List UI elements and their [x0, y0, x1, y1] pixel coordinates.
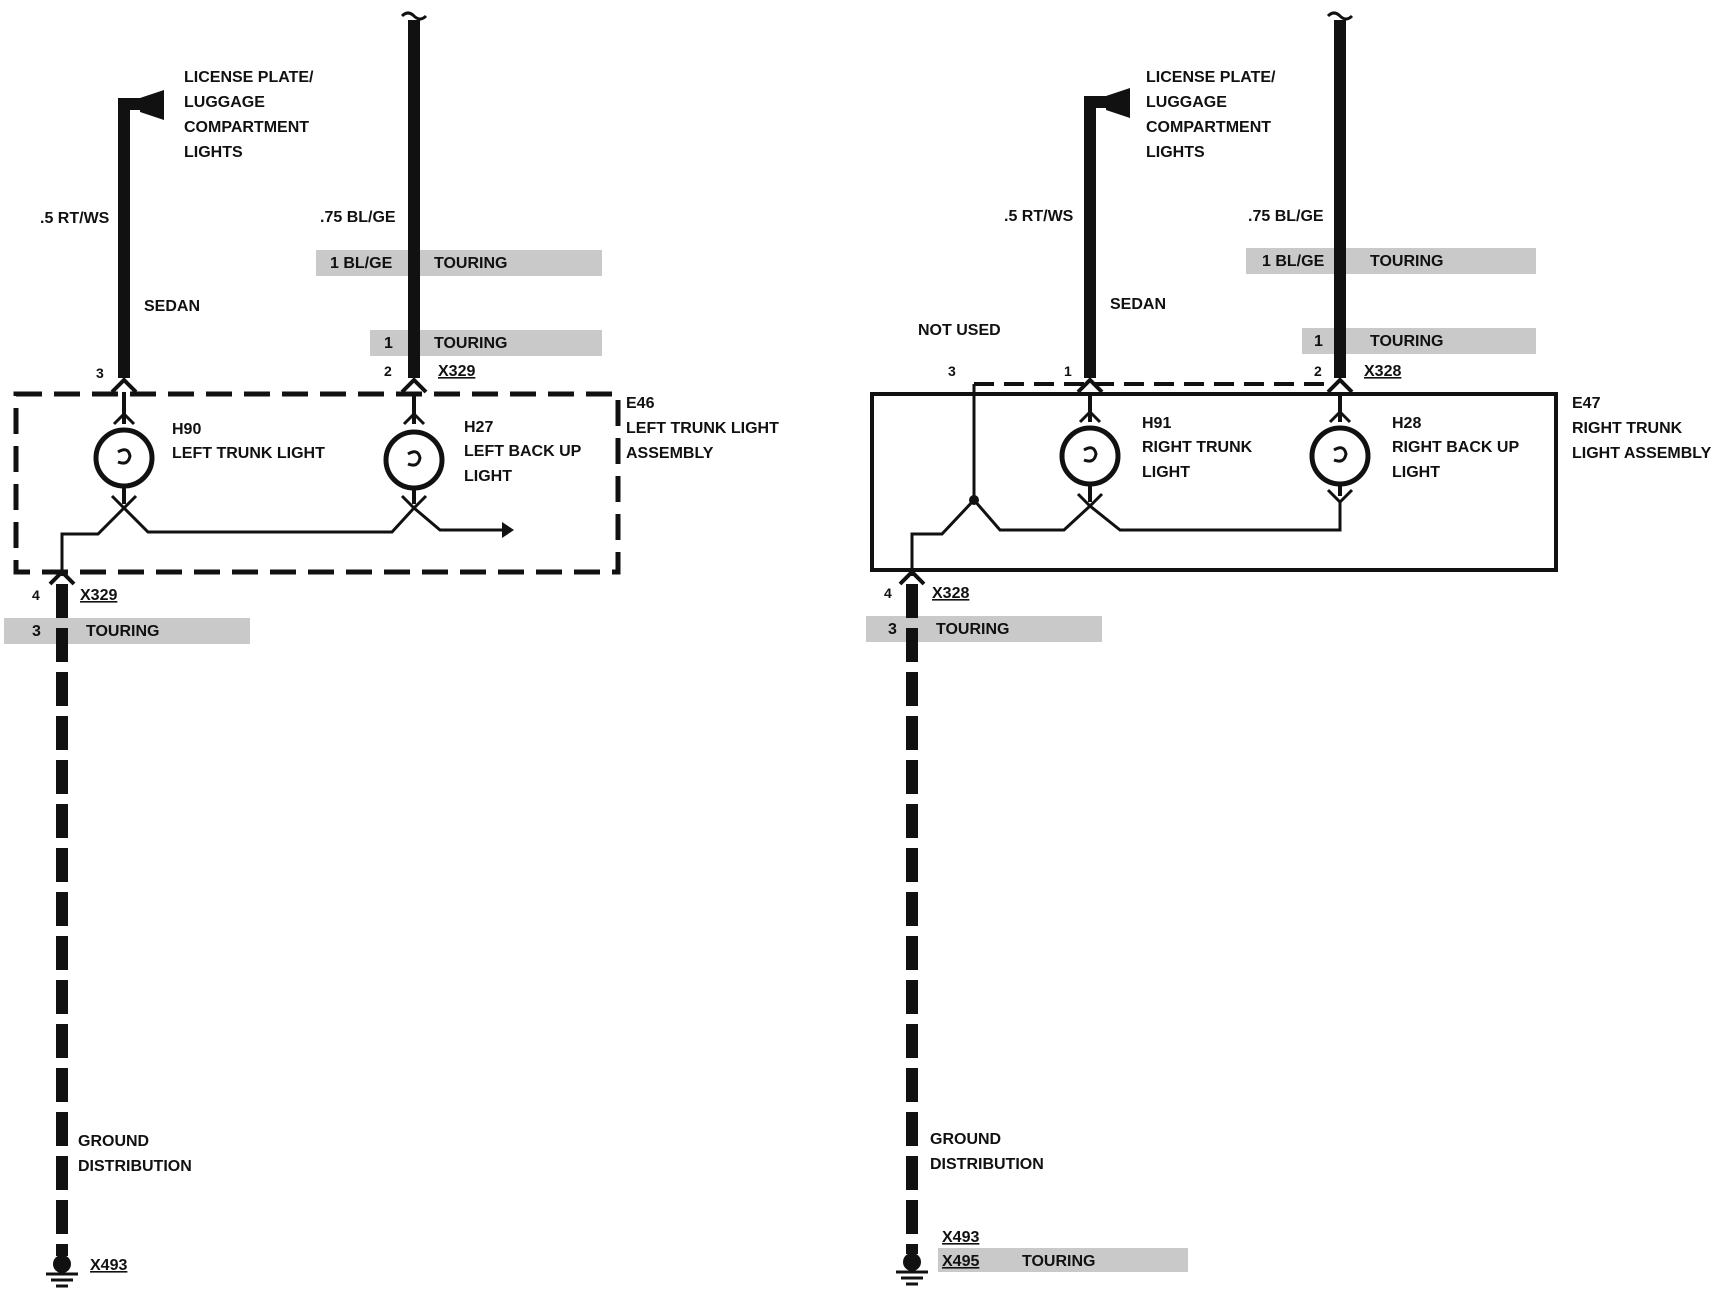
- left-assembly-name: LEFT TRUNK LIGHT ASSEMBLY: [626, 420, 783, 462]
- right-circuit: LICENSE PLATE/ LUGGAGE COMPARTMENT LIGHT…: [866, 11, 1712, 1286]
- lamp-h90-name: LEFT TRUNK LIGHT: [172, 445, 325, 462]
- left-pin-alt-note: TOURING: [434, 335, 507, 352]
- right-top-label: LICENSE PLATE/ LUGGAGE COMPARTMENT LIGHT…: [1146, 69, 1280, 161]
- right-ground-id-alt: X495: [942, 1253, 979, 1270]
- left-wire-a-label: .5 RT/WS: [40, 210, 110, 227]
- right-pin-nu: 3: [948, 363, 956, 379]
- lamp-h27-symbol: [383, 392, 445, 511]
- right-wire-a: [1084, 88, 1130, 378]
- right-ground-label: GROUND DISTRIBUTION: [930, 1131, 1044, 1173]
- left-ground-bus: [60, 505, 504, 576]
- right-ground-touring-highlight: [938, 1248, 1188, 1272]
- left-bottom-touring-highlight: [4, 618, 250, 644]
- right-bottom-pin-alt-note: TOURING: [936, 621, 1009, 638]
- right-bottom-touring-highlight: [866, 616, 1102, 642]
- lamp-h91-name: RIGHT TRUNK LIGHT: [1142, 439, 1257, 481]
- lamp-h91-id: H91: [1142, 415, 1171, 432]
- right-not-used: NOT USED: [918, 322, 1001, 339]
- left-bottom-pin-alt-note: TOURING: [86, 623, 159, 640]
- left-ground-id: X493: [90, 1257, 127, 1274]
- left-bottom-pin: 4: [32, 587, 40, 603]
- left-connector: X329: [438, 363, 475, 380]
- right-pin-alt-note: TOURING: [1370, 333, 1443, 350]
- lamp-h91-symbol: [1059, 392, 1121, 509]
- right-connector: X328: [1364, 363, 1401, 380]
- right-wire-b-alt: 1 BL/GE: [1262, 253, 1325, 270]
- left-circuit: LICENSE PLATE/ LUGGAGE COMPARTMENT LIGHT…: [4, 11, 783, 1288]
- lamp-h90-id: H90: [172, 421, 201, 438]
- right-bottom-connector: X328: [932, 585, 969, 602]
- right-assembly-name: RIGHT TRUNK LIGHT ASSEMBLY: [1572, 420, 1712, 462]
- lamp-h90-symbol: [93, 392, 155, 511]
- left-bottom-connector: X329: [80, 587, 117, 604]
- right-ground-symbol-icon: [896, 1253, 928, 1286]
- left-wire-b-label: .75 BL/GE: [320, 209, 396, 226]
- left-pin-a: 3: [96, 365, 104, 381]
- right-ground-bus: [910, 497, 1342, 576]
- left-wire-b-touring-highlight: [316, 250, 602, 276]
- left-wire-b-alt: 1 BL/GE: [330, 255, 393, 272]
- left-wire-b: [400, 11, 428, 378]
- right-wire-b: [1326, 11, 1354, 378]
- left-pin-b: 2: [384, 363, 392, 379]
- left-bottom-pin-alt: 3: [32, 623, 41, 640]
- right-bottom-pin-alt: 3: [888, 621, 897, 638]
- left-ground-symbol-icon: [46, 1255, 78, 1288]
- right-assembly-id: E47: [1572, 395, 1601, 412]
- left-assembly-box: [13, 391, 621, 575]
- left-ground-label: GROUND DISTRIBUTION: [78, 1133, 192, 1175]
- left-top-label: LICENSE PLATE/ LUGGAGE COMPARTMENT LIGHT…: [184, 69, 318, 161]
- right-wire-a-label: .5 RT/WS: [1004, 208, 1074, 225]
- right-bottom-pin: 4: [884, 585, 892, 601]
- lamp-h28-id: H28: [1392, 415, 1421, 432]
- lamp-h27-id: H27: [464, 419, 493, 436]
- left-wire-a: [118, 90, 164, 378]
- left-wire-a-variant: SEDAN: [144, 298, 200, 315]
- right-pin-alt: 1: [1314, 333, 1323, 350]
- right-ground-id: X493: [942, 1229, 979, 1246]
- left-pin-alt: 1: [384, 335, 393, 352]
- right-wire-b-touring-highlight: [1246, 248, 1536, 274]
- right-ground-id-alt-note: TOURING: [1022, 1253, 1095, 1270]
- right-wire-b-label: .75 BL/GE: [1248, 208, 1324, 225]
- right-pin-a: 1: [1064, 363, 1072, 379]
- left-wire-b-alt-note: TOURING: [434, 255, 507, 272]
- lamp-h28-symbol: [1309, 392, 1371, 505]
- left-assembly-id: E46: [626, 395, 655, 412]
- right-wire-b-alt-note: TOURING: [1370, 253, 1443, 270]
- right-assembly-box: [870, 392, 1558, 572]
- lamp-h28-name: RIGHT BACK UP LIGHT: [1392, 439, 1523, 481]
- right-pin-b: 2: [1314, 363, 1322, 379]
- lamp-h27-name: LEFT BACK UP LIGHT: [464, 443, 586, 485]
- right-wire-a-variant: SEDAN: [1110, 296, 1166, 313]
